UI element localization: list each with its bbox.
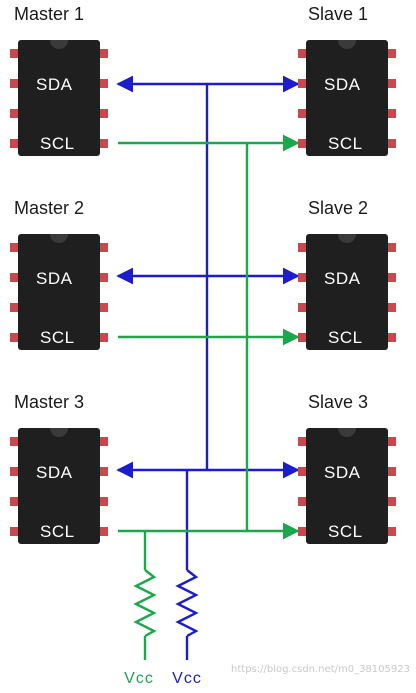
chip-pin-sda-label: SDA	[324, 269, 361, 288]
chip-title: Slave 1	[308, 4, 368, 24]
chip-pin-scl-label: SCL	[328, 134, 363, 153]
chip-title: Slave 3	[308, 392, 368, 412]
chip-notch	[338, 234, 356, 243]
chip-pins-left	[10, 243, 20, 342]
chip-notch	[338, 40, 356, 49]
chip-notch	[50, 234, 68, 243]
sda-bus	[116, 75, 300, 570]
chip-pins-left	[298, 49, 308, 148]
chip-pin-scl-label: SCL	[328, 522, 363, 541]
chip-title: Master 3	[14, 392, 84, 412]
chip-pin-sda-label: SDA	[36, 269, 73, 288]
chip-body	[306, 234, 388, 350]
vcc-label-scl: Vcc	[124, 670, 154, 687]
chip-notch	[50, 40, 68, 49]
chip-pins-right	[98, 437, 108, 536]
chip-pins-left	[10, 49, 20, 148]
chip-body	[306, 40, 388, 156]
chip-title: Master 2	[14, 198, 84, 218]
chip-pins-left	[298, 437, 308, 536]
chip-master-1: Master 1 SDA SCL	[10, 4, 108, 156]
pullup-resistor-scl	[133, 569, 157, 660]
chip-pins-right	[386, 437, 396, 536]
chip-notch	[50, 428, 68, 437]
chip-slave-2: Slave 2 SDA SCL	[298, 198, 396, 350]
chip-pin-sda-label: SDA	[36, 75, 73, 94]
chip-pin-scl-label: SCL	[328, 328, 363, 347]
chip-pins-right	[386, 243, 396, 342]
pullup-resistor-sda	[175, 569, 199, 660]
chip-pins-right	[98, 49, 108, 148]
chip-notch	[338, 428, 356, 437]
chip-body	[18, 428, 100, 544]
chip-pins-right	[386, 49, 396, 148]
chip-slave-3: Slave 3 SDA SCL	[298, 392, 396, 544]
chip-body	[18, 40, 100, 156]
chip-master-3: Master 3 SDA SCL	[10, 392, 108, 544]
chip-body	[18, 234, 100, 350]
chip-title: Master 1	[14, 4, 84, 24]
chip-title: Slave 2	[308, 198, 368, 218]
chip-pin-sda-label: SDA	[36, 463, 73, 482]
chip-pin-sda-label: SDA	[324, 463, 361, 482]
chip-pin-sda-label: SDA	[324, 75, 361, 94]
scl-bus	[118, 134, 300, 570]
chip-body	[306, 428, 388, 544]
chip-pin-scl-label: SCL	[40, 134, 75, 153]
chip-pins-left	[298, 243, 308, 342]
watermark-text: https://blog.csdn.net/m0_38105923	[231, 664, 410, 675]
chip-pin-scl-label: SCL	[40, 522, 75, 541]
chip-pins-left	[10, 437, 20, 536]
chip-pins-right	[98, 243, 108, 342]
vcc-label-sda: Vcc	[172, 670, 202, 687]
chip-pin-scl-label: SCL	[40, 328, 75, 347]
chip-slave-1: Slave 1 SDA SCL	[298, 4, 396, 156]
chip-master-2: Master 2 SDA SCL	[10, 198, 108, 350]
